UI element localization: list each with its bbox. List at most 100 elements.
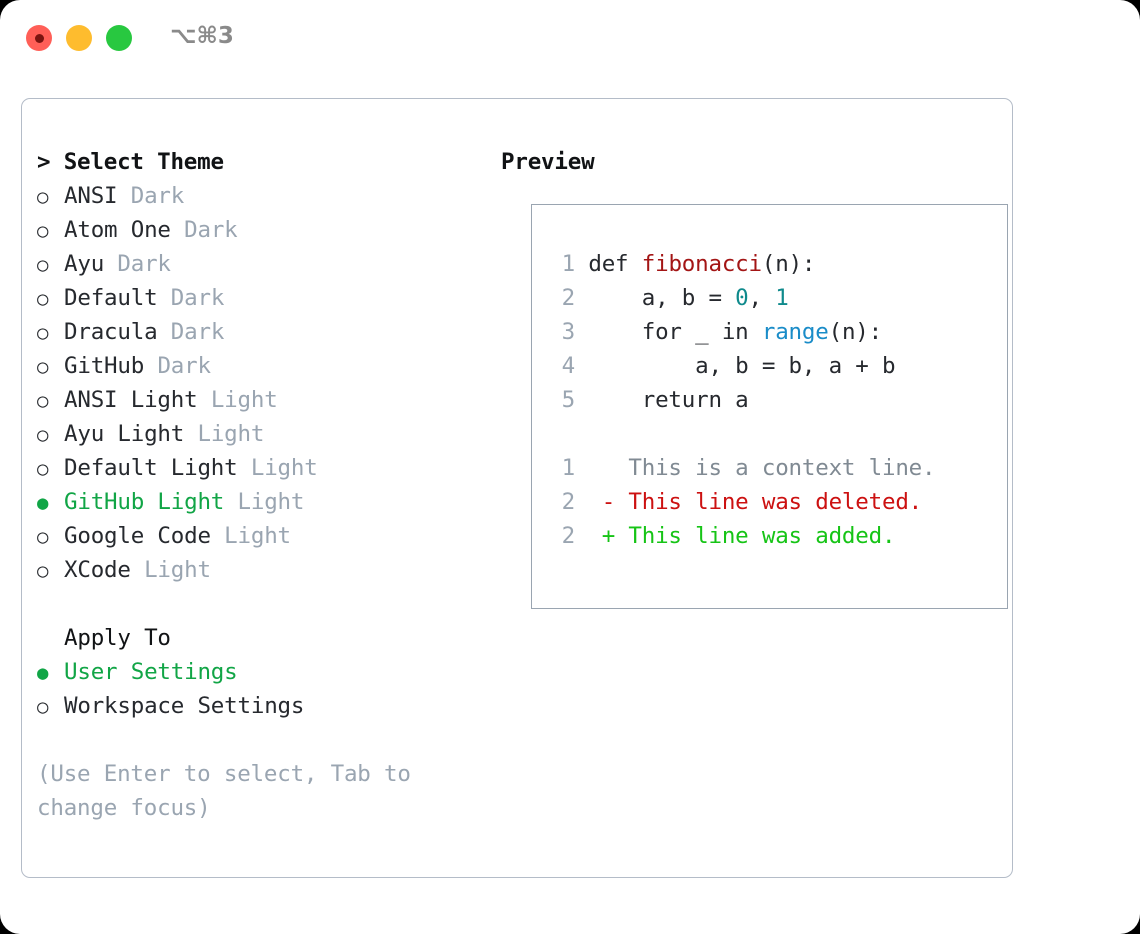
code-line: 4 a, b = b, a + b xyxy=(549,349,935,383)
theme-option-name: Google Code xyxy=(64,523,225,549)
theme-option-dracula[interactable]: ○ Dracula Dark xyxy=(37,315,477,349)
code-line: 1 def fibonacci(n): xyxy=(549,247,935,281)
main-panel: > Select Theme ○ANSI Dark○Atom One Dark○… xyxy=(21,98,1013,878)
preview-heading: Preview xyxy=(501,149,595,175)
theme-option-list[interactable]: ○ANSI Dark○Atom One Dark○Ayu Dark○Defaul… xyxy=(37,179,477,587)
line-number: 1 xyxy=(561,251,576,277)
radio-unselected-icon[interactable]: ○ xyxy=(37,220,49,242)
code-token: return a xyxy=(588,387,749,413)
theme-option-kind: Light xyxy=(197,421,265,447)
theme-option-name: GitHub xyxy=(64,353,158,379)
code-token: range xyxy=(761,319,829,345)
line-number: 4 xyxy=(561,353,576,379)
apply-to-option-user-settings[interactable]: ● User Settings xyxy=(37,655,477,689)
radio-unselected-icon[interactable]: ○ xyxy=(37,390,49,412)
theme-option-github[interactable]: ○ GitHub Dark xyxy=(37,349,477,383)
preview-column: Preview 1 def fibonacci(n):2 a, b = 0, 1… xyxy=(501,145,1008,609)
title-bar: ⌥⌘3 xyxy=(0,0,1140,78)
theme-option-name: XCode xyxy=(64,557,145,583)
code-line: 3 for _ in range(n): xyxy=(549,315,935,349)
line-number: 5 xyxy=(561,387,576,413)
code-token: 0 xyxy=(735,285,749,311)
apply-to-label: Apply To xyxy=(64,625,171,651)
theme-option-google-code[interactable]: ○Google Code Light xyxy=(37,519,477,553)
theme-option-ayu[interactable]: ○Ayu Dark xyxy=(37,247,477,281)
theme-option-name: Default xyxy=(64,285,171,311)
diff-text: + This line was added. xyxy=(601,523,896,549)
radio-unselected-icon[interactable]: ○ xyxy=(37,254,49,276)
theme-option-kind: Light xyxy=(237,489,305,515)
maximize-button[interactable] xyxy=(106,25,132,51)
code-token: 1 xyxy=(775,285,789,311)
radio-unselected-icon[interactable]: ○ xyxy=(37,424,49,446)
close-button[interactable] xyxy=(26,25,52,51)
gutter-space xyxy=(575,455,602,481)
theme-option-name: GitHub Light xyxy=(64,489,238,515)
line-number: 1 xyxy=(561,455,576,481)
theme-option-kind: Dark xyxy=(157,353,211,379)
code-token: (n): xyxy=(828,319,883,345)
theme-option-kind: Dark xyxy=(130,183,185,209)
theme-option-kind: Light xyxy=(250,455,318,481)
radio-selected-icon[interactable]: ● xyxy=(37,662,49,684)
theme-option-kind: Dark xyxy=(117,251,171,277)
theme-option-github-light[interactable]: ● GitHub Light Light xyxy=(37,485,477,519)
theme-option-ansi[interactable]: ○ANSI Dark xyxy=(37,179,477,213)
line-number: 2 xyxy=(561,523,576,549)
radio-unselected-icon[interactable]: ○ xyxy=(37,526,49,548)
diff-text: This is a context line. xyxy=(601,455,936,481)
gutter-space xyxy=(575,251,588,277)
code-token: a, b = xyxy=(588,285,736,311)
radio-unselected-icon[interactable]: ○ xyxy=(37,458,49,480)
theme-option-default-light[interactable]: ○ Default Light Light xyxy=(37,451,477,485)
diff-line: 1 This is a context line. xyxy=(549,451,936,485)
theme-option-ayu-light[interactable]: ○ Ayu Light Light xyxy=(37,417,477,451)
code-token: def xyxy=(588,251,642,277)
keyboard-hint-text: (Use Enter to select, Tab to change focu… xyxy=(37,761,411,821)
minimize-button[interactable] xyxy=(66,25,92,51)
apply-to-option-workspace-settings[interactable]: ○ Workspace Settings xyxy=(37,689,477,723)
theme-option-name: Dracula xyxy=(64,319,171,345)
radio-unselected-icon[interactable]: ○ xyxy=(37,560,49,582)
theme-option-name: ANSI Light xyxy=(64,387,211,413)
code-gap xyxy=(549,417,935,451)
gutter-space xyxy=(575,523,602,549)
apply-to-option-list[interactable]: ● User Settings ○ Workspace Settings xyxy=(37,655,477,723)
theme-option-atom-one[interactable]: ○ Atom One Dark xyxy=(37,213,477,247)
apply-to-option-name: Workspace Settings xyxy=(64,693,305,719)
radio-selected-icon[interactable]: ● xyxy=(37,492,49,514)
code-token: a, b = b, a + b xyxy=(588,353,896,379)
theme-option-kind: Light xyxy=(144,557,211,583)
line-number: 2 xyxy=(561,489,576,515)
radio-unselected-icon[interactable]: ○ xyxy=(37,356,49,378)
code-line: 5 return a xyxy=(549,383,935,417)
theme-option-kind: Dark xyxy=(170,319,225,345)
window-controls xyxy=(26,25,132,51)
code-line: 2 a, b = 0, 1 xyxy=(549,281,935,315)
line-number: 2 xyxy=(561,285,576,311)
theme-picker-heading: > Select Theme xyxy=(37,149,224,175)
diff-line: 2 + This line was added. xyxy=(549,519,935,553)
radio-unselected-icon[interactable]: ○ xyxy=(37,322,49,344)
code-token: (n): xyxy=(761,251,816,277)
gutter-space xyxy=(575,353,588,379)
theme-option-name: Ayu Light xyxy=(64,421,198,447)
theme-option-ansi-light[interactable]: ○ ANSI Light Light xyxy=(37,383,477,417)
theme-option-xcode[interactable]: ○ XCode Light xyxy=(37,553,477,587)
radio-unselected-icon[interactable]: ○ xyxy=(37,288,49,310)
code-token: , xyxy=(748,285,776,311)
code-token: fibonacci xyxy=(641,251,762,277)
theme-option-kind: Light xyxy=(210,387,278,413)
theme-option-kind: Dark xyxy=(184,217,238,243)
theme-option-default[interactable]: ○Default Dark xyxy=(37,281,477,315)
theme-picker-column: > Select Theme ○ANSI Dark○Atom One Dark○… xyxy=(37,145,477,825)
radio-unselected-icon[interactable]: ○ xyxy=(37,696,49,718)
gutter-space xyxy=(575,285,588,311)
theme-option-name: Atom One xyxy=(64,217,185,243)
radio-unselected-icon[interactable]: ○ xyxy=(37,186,49,208)
apply-to-option-name: User Settings xyxy=(64,659,238,685)
line-number: 3 xyxy=(561,319,576,345)
theme-option-name: Default Light xyxy=(64,455,251,481)
